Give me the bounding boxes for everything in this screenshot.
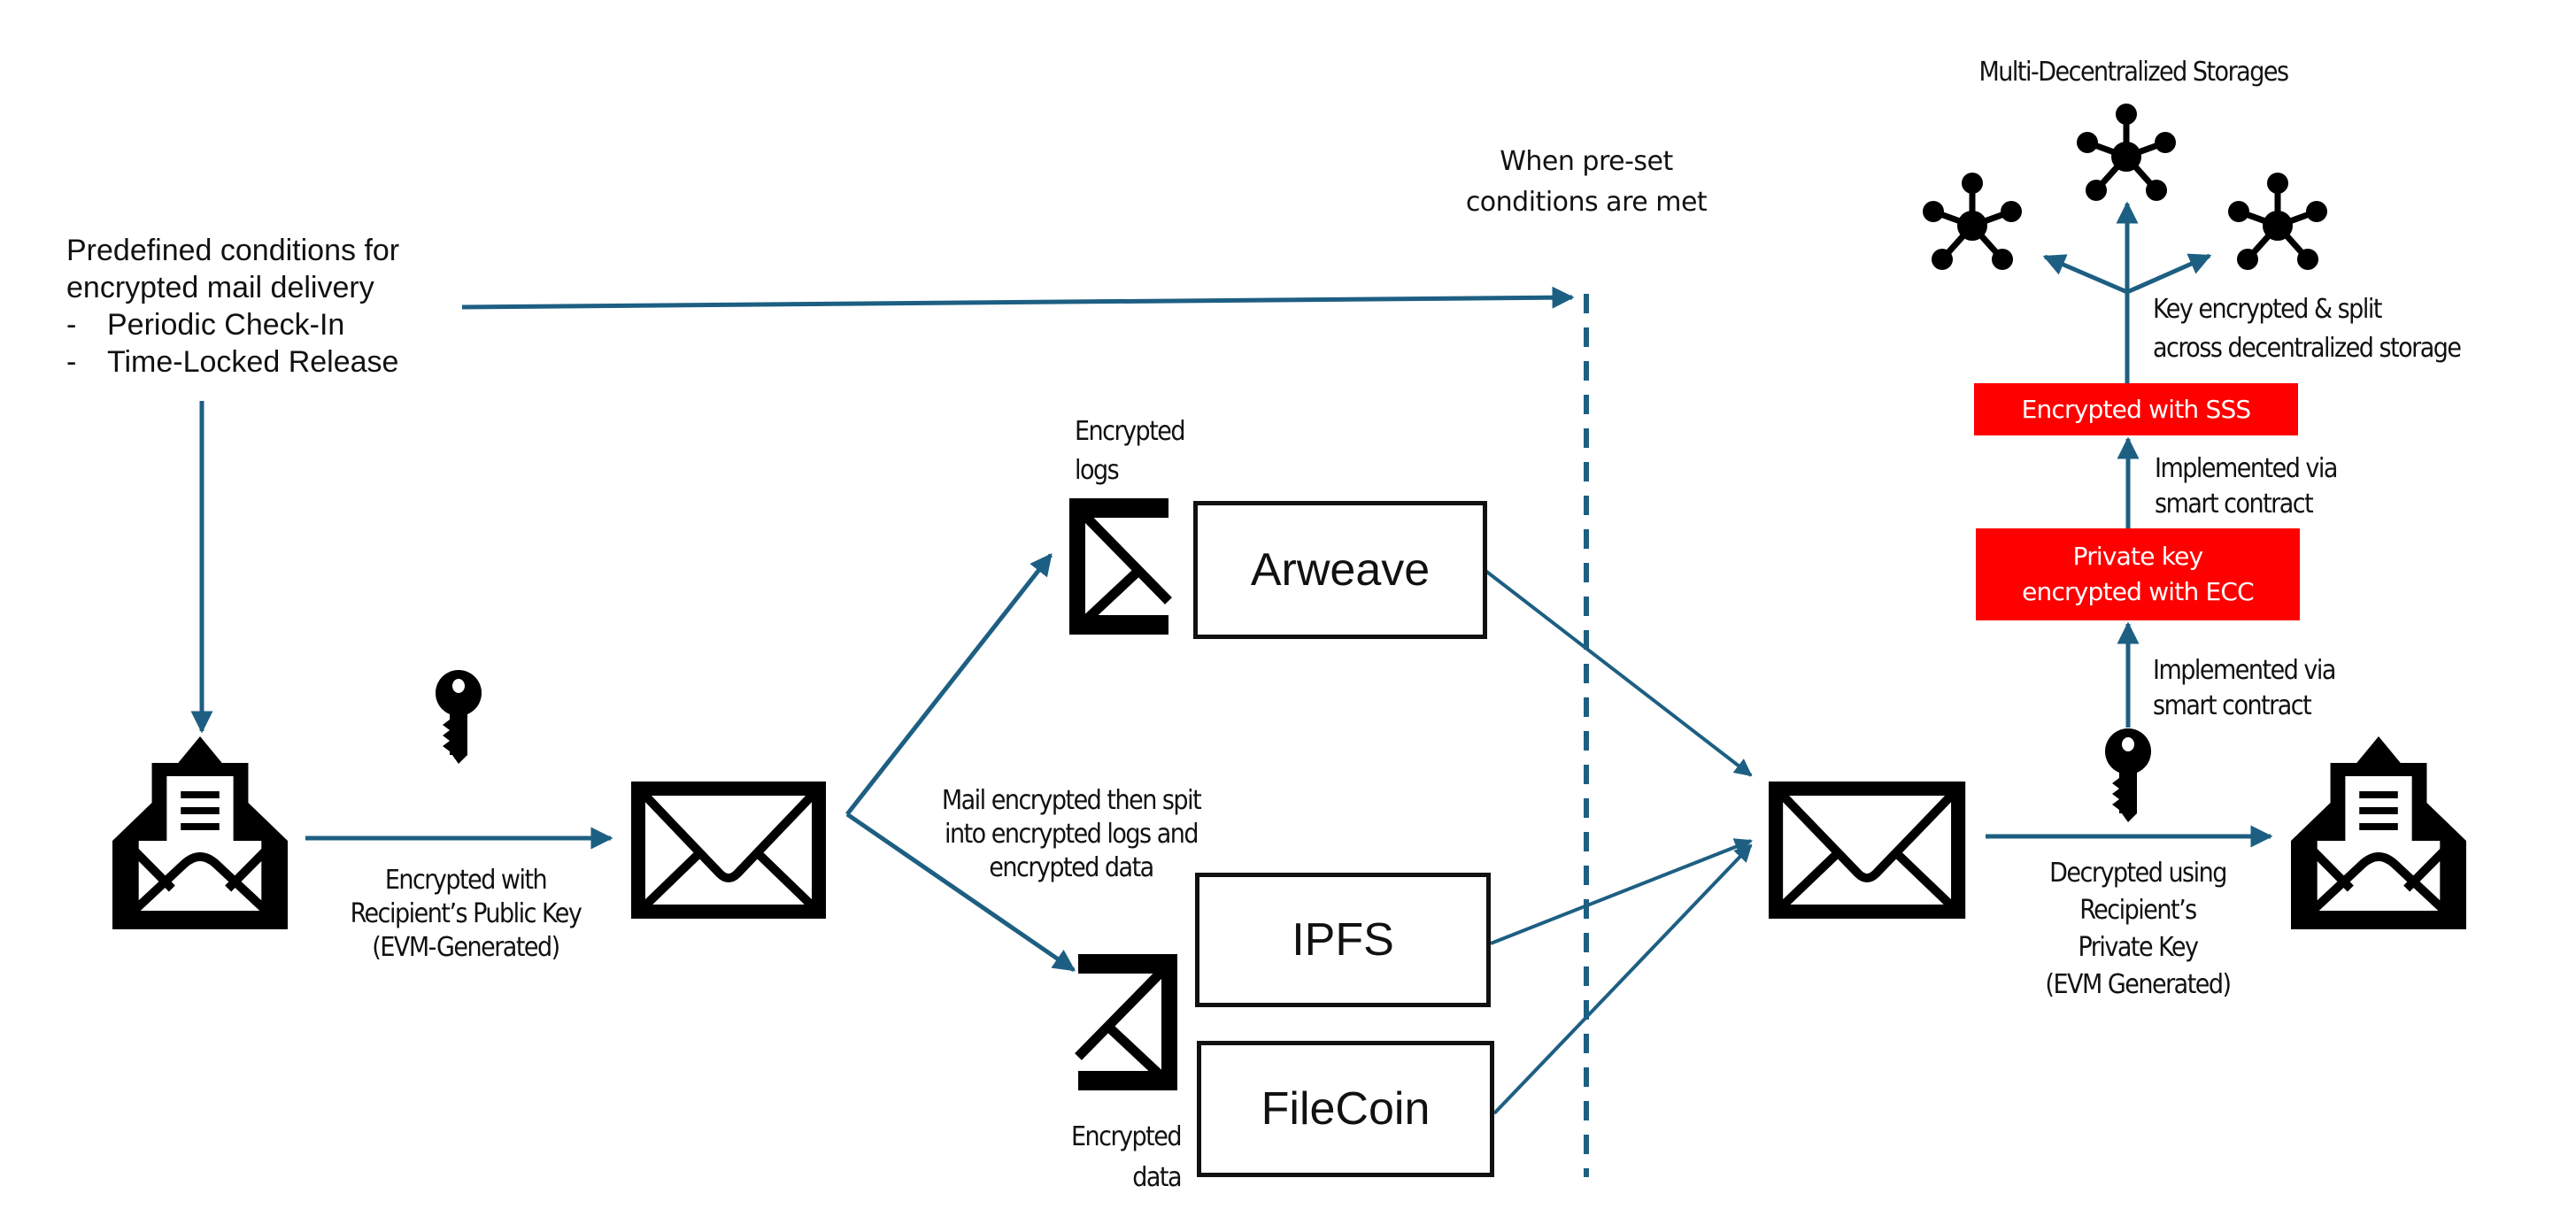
condition-periodic-check-in: Periodic Check-In	[107, 308, 345, 342]
trigger-label: When pre-set conditions are met	[1454, 142, 1719, 223]
decrypt-step-line1: Decrypted using	[2049, 858, 2227, 889]
filecoin-box: FileCoin	[1197, 1041, 1494, 1177]
sss-encryption-box: Encrypted with SSS	[1974, 383, 2298, 435]
trigger-line1: When pre-set	[1500, 146, 1673, 177]
multi-storage-title: Multi-Decentralized Storages	[1912, 55, 2355, 90]
implemented-via-upper-label: Implemented via smart contract	[2155, 451, 2338, 522]
decrypt-step-line4: (EVM Generated)	[2045, 969, 2232, 1000]
bullet: -	[66, 345, 77, 379]
ecc-box-line2: encrypted with ECC	[2022, 577, 2255, 606]
ipfs-label: IPFS	[1292, 914, 1394, 966]
arrow-split-to-logs	[845, 553, 1053, 816]
decrypt-step-line3: Private Key	[2078, 932, 2199, 963]
conditions-title-line1: Predefined conditions for	[66, 234, 400, 267]
storage-network-center-icon	[2077, 104, 2176, 201]
condition-item: - Periodic Check-In	[66, 306, 399, 343]
arweave-box: Arweave	[1193, 501, 1487, 639]
encrypted-logs-label: Encrypted logs	[1075, 412, 1186, 490]
arrow-split-to-data	[845, 812, 1076, 973]
retrieved-mail-icon	[1776, 789, 1958, 912]
implemented-via-lower-label: Implemented via smart contract	[2153, 653, 2336, 724]
open-mail-sender-icon	[112, 736, 288, 929]
encrypt-step-line1: Encrypted with	[384, 865, 548, 896]
private-key-icon	[2105, 728, 2151, 822]
impl-lower-line2: smart contract	[2153, 690, 2312, 721]
bullet: -	[66, 308, 77, 342]
decrypt-step-label: Decrypted using Recipient’s Private Key …	[1987, 855, 2288, 1004]
split-step-line3: encrypted data	[989, 852, 1154, 883]
condition-item: - Time-Locked Release	[66, 343, 399, 381]
arrow-filecoin-to-mail	[1492, 843, 1753, 1115]
logs-label-line1: Encrypted	[1075, 416, 1186, 447]
open-mail-recipient-icon	[2291, 736, 2466, 929]
arrow-ipfs-to-mail-visible	[1490, 838, 1753, 945]
key-split-label: Key encrypted & split across decentraliz…	[2153, 290, 2462, 368]
impl-lower-line1: Implemented via	[2153, 655, 2336, 686]
ecc-box-line1: Private key	[2072, 542, 2204, 571]
condition-time-locked-release: Time-Locked Release	[107, 345, 399, 379]
ecc-encryption-box: Private key encrypted with ECC	[1976, 528, 2300, 620]
filecoin-label: FileCoin	[1261, 1083, 1431, 1135]
storage-network-right-icon	[2228, 173, 2327, 270]
storage-network-left-icon	[1923, 173, 2022, 270]
arrow-arweave-to-mail	[1483, 568, 1753, 777]
arrow-conditions-to-trigger	[461, 286, 1575, 310]
logs-label-line2: logs	[1075, 455, 1120, 486]
arrow-sss-to-storage-right	[2125, 253, 2212, 295]
encrypted-logs-icon	[1069, 498, 1172, 635]
sss-box-line1: Encrypted with SSS	[2021, 394, 2252, 424]
data-label-line2: data	[1132, 1162, 1182, 1193]
encrypted-data-label: Encrypted data	[1027, 1117, 1183, 1198]
multi-storage-title-text: Multi-Decentralized Storages	[1978, 57, 2289, 88]
impl-upper-line2: smart contract	[2155, 489, 2314, 520]
encrypt-step-line3: (EVM-Generated)	[372, 932, 560, 963]
encrypted-mail-icon	[638, 789, 819, 912]
conditions-title-line2: encrypted mail delivery	[66, 271, 374, 304]
encrypt-step-line2: Recipient’s Public Key	[350, 898, 582, 929]
public-key-icon	[436, 670, 482, 764]
encrypt-step-label: Encrypted with Recipient’s Public Key (E…	[315, 864, 616, 965]
data-label-line1: Encrypted	[1070, 1121, 1183, 1152]
encrypted-data-icon	[1075, 954, 1177, 1090]
decrypt-step-line2: Recipient’s	[2079, 895, 2197, 926]
trigger-line2: conditions are met	[1465, 187, 1708, 218]
split-step-line2: into encrypted logs and	[945, 819, 1199, 850]
impl-upper-line1: Implemented via	[2155, 453, 2338, 484]
ipfs-box: IPFS	[1195, 873, 1491, 1007]
split-step-label: Mail encrypted then spit into encrypted …	[894, 784, 1248, 885]
conditions-block: Predefined conditions for encrypted mail…	[66, 232, 399, 381]
key-split-line2: across decentralized storage	[2153, 333, 2462, 364]
split-step-line1: Mail encrypted then spit	[941, 785, 1202, 816]
key-split-line1: Key encrypted & split	[2153, 294, 2382, 325]
arrow-sss-to-storage-left	[2042, 254, 2128, 295]
arweave-label: Arweave	[1250, 544, 1431, 596]
